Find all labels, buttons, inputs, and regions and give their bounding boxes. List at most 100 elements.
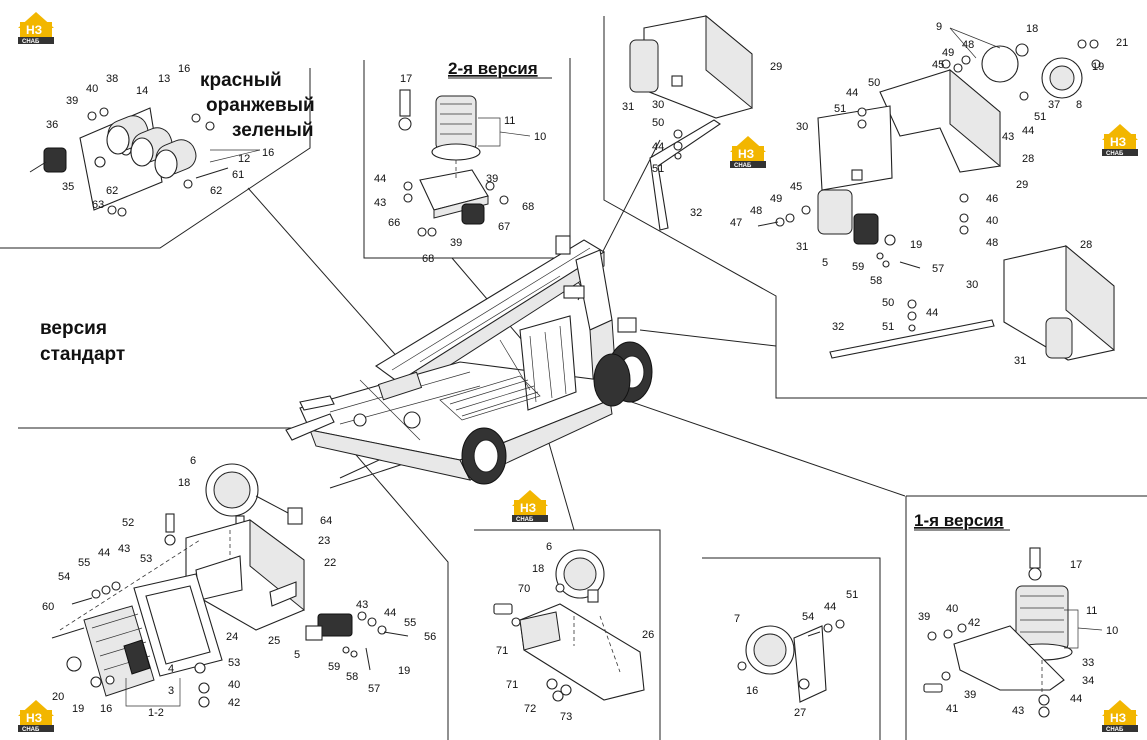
- part-number: 54: [58, 571, 70, 583]
- assembly-brackets: [125, 27, 1103, 707]
- part-number: 44: [926, 307, 938, 319]
- part-number: 5: [294, 649, 300, 661]
- part-number: 71: [496, 645, 508, 657]
- part-number: 21: [1116, 37, 1128, 49]
- part-number: 44: [374, 173, 386, 185]
- part-number: 6: [546, 541, 552, 553]
- part-number: 66: [388, 217, 400, 229]
- part-number: 32: [832, 321, 844, 333]
- label-orange: оранжевый: [206, 95, 315, 116]
- part-numbers-bc: 6 18 70 26 71 71 72 73: [496, 541, 654, 723]
- part-number: 51: [834, 103, 846, 115]
- part-number: 43: [118, 543, 130, 555]
- part-number: 16: [178, 63, 190, 75]
- part-number: 52: [122, 517, 134, 529]
- part-number: 11: [1086, 605, 1097, 617]
- part-number: 43: [1012, 705, 1024, 717]
- part-number: 32: [690, 207, 702, 219]
- part-number: 9: [936, 21, 942, 33]
- part-numbers-tc: 17 11 10 44 43 39 68 66 67 39 68: [374, 73, 546, 265]
- bc-lamp-bracket: [493, 549, 645, 702]
- part-number: 14: [136, 85, 148, 97]
- telehandler-machine: [285, 235, 653, 485]
- tr-lamp-box: [629, 14, 753, 231]
- part-number: 3: [168, 685, 174, 697]
- part-number: 68: [522, 201, 534, 213]
- part-number: 44: [846, 87, 858, 99]
- part-number: 38: [106, 73, 118, 85]
- part-number: 35: [62, 181, 74, 193]
- part-number: 16: [262, 147, 274, 159]
- part-number: 27: [794, 707, 806, 719]
- part-number: 45: [790, 181, 802, 193]
- part-number: 28: [1022, 153, 1034, 165]
- part-number: 44: [824, 601, 836, 613]
- label-version-standard-2: стандарт: [40, 344, 125, 365]
- logo-bottom-right: НЗ СНАБ: [1102, 700, 1138, 733]
- part-number: 29: [770, 61, 782, 73]
- logo-bottom-left: НЗ СНАБ: [18, 700, 54, 733]
- part-number: 46: [986, 193, 998, 205]
- part-number: 72: [524, 703, 536, 715]
- part-number: 48: [986, 237, 998, 249]
- part-number: 44: [384, 607, 396, 619]
- part-number: 30: [966, 279, 978, 291]
- bc2-lamp-bracket: [737, 619, 845, 703]
- logo-main-text: НЗ: [738, 147, 754, 161]
- logo-main-text: НЗ: [1110, 711, 1126, 725]
- part-number: 29: [1016, 179, 1028, 191]
- part-number: 44: [98, 547, 110, 559]
- part-number: 18: [1026, 23, 1038, 35]
- part-number: 39: [450, 237, 462, 249]
- part-number: 55: [404, 617, 416, 629]
- part-number: 58: [870, 275, 882, 287]
- logo-main-text: НЗ: [26, 711, 42, 725]
- part-number: 39: [486, 173, 498, 185]
- part-number: 43: [356, 599, 368, 611]
- part-number: 40: [228, 679, 240, 691]
- part-numbers-tr-right: 9 49 48 45 18 21 19 44 50 51 8 37 43 51 …: [730, 21, 1128, 287]
- logo-center: НЗ СНАБ: [512, 490, 548, 523]
- part-number: 62: [106, 185, 118, 197]
- part-number: 40: [986, 215, 998, 227]
- part-number: 49: [770, 193, 782, 205]
- part-number: 48: [750, 205, 762, 217]
- part-number: 31: [796, 241, 808, 253]
- part-number: 26: [642, 629, 654, 641]
- part-number: 51: [1034, 111, 1046, 123]
- part-number: 54: [802, 611, 814, 623]
- part-number: 51: [846, 589, 858, 601]
- label-version-standard-1: версия: [40, 318, 107, 339]
- part-number: 17: [400, 73, 412, 85]
- label-version-1: 1-я версия: [914, 511, 1004, 530]
- part-number: 50: [868, 77, 880, 89]
- leader-lines: [247, 139, 906, 531]
- part-number: 53: [228, 657, 240, 669]
- part-number: 18: [532, 563, 544, 575]
- part-number: 19: [910, 239, 922, 251]
- tc-beacon: [398, 89, 509, 237]
- part-number: 59: [852, 261, 864, 273]
- part-number: 44: [1022, 125, 1034, 137]
- part-number: 51: [882, 321, 894, 333]
- part-number: 53: [140, 553, 152, 565]
- br-beacon: [923, 547, 1073, 718]
- part-number: 33: [1082, 657, 1094, 669]
- part-number: 43: [374, 197, 386, 209]
- logo-sub-text: СНАБ: [1106, 151, 1124, 157]
- part-numbers-bc2: 7 54 44 51 16 27: [734, 589, 858, 719]
- part-number: 10: [534, 131, 546, 143]
- section-borders: [0, 16, 1147, 740]
- logo-sub-text: СНАБ: [22, 39, 40, 45]
- part-numbers-br: 17 39 40 42 11 10 33 34 39 41 43 44: [918, 559, 1118, 717]
- tl-light-panel: [29, 107, 229, 217]
- part-number: 71: [506, 679, 518, 691]
- part-number: 44: [1070, 693, 1082, 705]
- part-number: 63: [92, 199, 104, 211]
- part-number: 36: [46, 119, 58, 131]
- bl-standard-lights: [51, 463, 409, 708]
- part-number: 64: [320, 515, 332, 527]
- part-number: 42: [228, 697, 240, 709]
- logo-sub-text: СНАБ: [22, 727, 40, 733]
- part-number: 56: [424, 631, 436, 643]
